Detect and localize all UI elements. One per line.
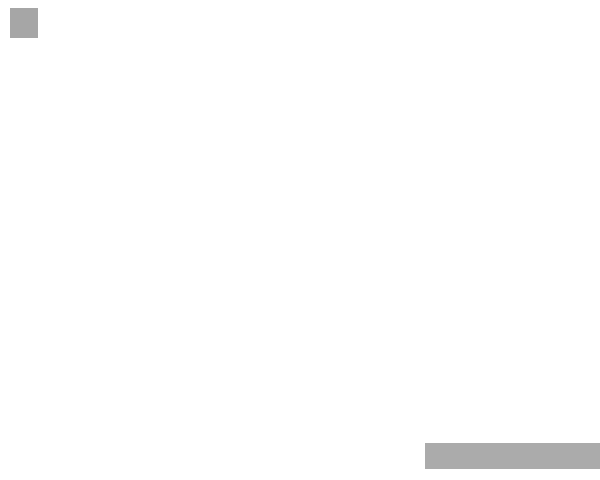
channel-badge — [10, 8, 38, 38]
site-watermark — [425, 443, 600, 469]
